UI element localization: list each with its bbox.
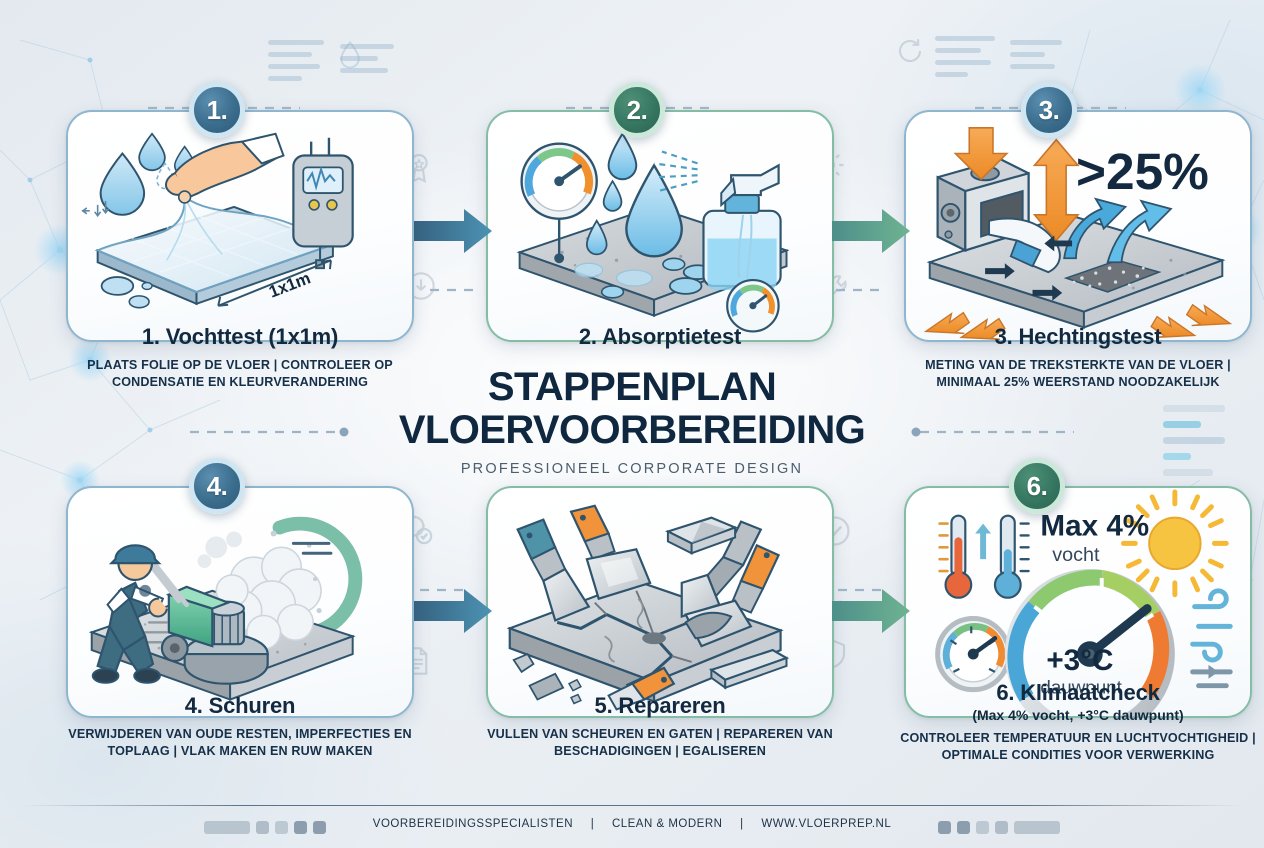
repair-illustration bbox=[506, 504, 790, 711]
step-desc-1: PLAATS FOLIE OP DE VLOER | CONTROLEER OP… bbox=[87, 357, 393, 389]
absorption-test-illustration bbox=[516, 131, 790, 333]
climate-check-illustration: Max 4% vocht +3°C dauwpunt bbox=[935, 489, 1233, 716]
refresh-ghost-icon bbox=[898, 39, 922, 63]
step-paren-6: (Max 4% vocht, +3°C dauwpunt) bbox=[972, 706, 1184, 723]
step-title-5: 5. Repareren bbox=[594, 693, 726, 718]
footer-blocks-left bbox=[204, 821, 326, 834]
step-title-6: 6. Klimaatcheck bbox=[996, 680, 1160, 705]
skeleton-lines-top-right-a bbox=[935, 36, 995, 84]
step-badge-1-number: 1. bbox=[206, 94, 228, 125]
step-badge-6: 6. bbox=[1009, 458, 1065, 514]
skeleton-lines-top-right-b bbox=[1010, 40, 1062, 76]
step-badge-4: 4. bbox=[189, 458, 245, 514]
step-desc-3: METING VAN DE TREKSTERKTE VAN DE VLOER |… bbox=[925, 357, 1231, 389]
poster-title-block: STAPPENPLAN VLOERVOORBEREIDING PROFESSIO… bbox=[0, 365, 1264, 478]
step-title-4: 4. Schuren bbox=[184, 693, 296, 718]
step-badge-4-number: 4. bbox=[206, 470, 228, 501]
footer-item-1: VOORBEREIDINGSSPECIALISTEN bbox=[372, 818, 574, 830]
step-badge-6-number: 6. bbox=[1026, 470, 1048, 501]
arrow-step1-to-step2 bbox=[414, 209, 492, 253]
step-badge-2: 2. bbox=[609, 82, 665, 138]
adhesion-test-illustration: >25% bbox=[923, 127, 1233, 340]
step-badge-3: 3. bbox=[1021, 82, 1077, 138]
step-text-2: 2. Absorptietest bbox=[480, 324, 840, 357]
step-badge-3-number: 3. bbox=[1038, 94, 1060, 125]
dewpoint-value: +3°C bbox=[1046, 644, 1113, 677]
step-desc-4: VERWIJDEREN VAN OUDE RESTEN, IMPERFECTIE… bbox=[68, 726, 412, 758]
step-card-6[interactable]: Max 4% vocht +3°C dauwpunt bbox=[904, 486, 1252, 718]
step-text-3: 3. Hechtingstest METING VAN DE TREKSTERK… bbox=[898, 324, 1258, 391]
dewpoint-unit: dauwpunt bbox=[1040, 677, 1122, 698]
footer-blocks-right bbox=[938, 821, 1060, 834]
step-desc-6: CONTROLEER TEMPERATUUR EN LUCHTVOCHTIGHE… bbox=[900, 730, 1256, 762]
step-text-4: 4. Schuren VERWIJDEREN VAN OUDE RESTEN, … bbox=[60, 693, 420, 760]
step-text-6: 6. Klimaatcheck (Max 4% vocht, +3°C dauw… bbox=[898, 680, 1258, 764]
step-title-3: 3. Hechtingstest bbox=[994, 324, 1162, 349]
arrow-step5-to-step6 bbox=[832, 589, 910, 633]
max-moisture-unit: vocht bbox=[1052, 544, 1100, 566]
step-card-4[interactable] bbox=[66, 486, 414, 718]
step-card-5[interactable] bbox=[486, 486, 834, 718]
adhesion-threshold-label: >25% bbox=[1076, 142, 1209, 200]
poster-title-line-2: VLOERVOORBEREIDING bbox=[398, 408, 866, 453]
moisture-test-illustration: 1x1m bbox=[81, 132, 354, 309]
water-drop-ghost-icon bbox=[340, 40, 360, 69]
step-badge-2-number: 2. bbox=[626, 94, 648, 125]
footer-divider bbox=[22, 805, 1242, 806]
step-desc-5: VULLEN VAN SCHEUREN EN GATEN | REPAREREN… bbox=[487, 726, 833, 758]
footer-item-2: CLEAN & MODERN bbox=[611, 818, 723, 830]
arrow-step4-to-step5 bbox=[414, 589, 492, 633]
max-moisture-value: Max 4% bbox=[1040, 509, 1149, 542]
footer-item-3: WWW.VLOERPREP.NL bbox=[761, 818, 892, 830]
poster-title-line-1: STAPPENPLAN bbox=[487, 365, 777, 409]
footer-separator-1: | bbox=[590, 818, 595, 830]
skeleton-lines-top-left-b bbox=[340, 44, 394, 80]
step-text-5: 5. Repareren VULLEN VAN SCHEUREN EN GATE… bbox=[480, 693, 840, 760]
arrow-step2-to-step3 bbox=[832, 209, 910, 253]
footer-separator-2: | bbox=[740, 818, 744, 830]
step-text-1: 1. Vochttest (1x1m) PLAATS FOLIE OP DE V… bbox=[60, 324, 420, 391]
step-card-2[interactable] bbox=[486, 110, 834, 342]
footer-credits: VOORBEREIDINGSSPECIALISTEN | CLEAN & MOD… bbox=[0, 818, 1264, 830]
step-title-1: 1. Vochttest (1x1m) bbox=[141, 324, 339, 349]
grinding-illustration bbox=[88, 516, 363, 701]
skeleton-lines-top-left-a bbox=[268, 40, 324, 88]
step-badge-1: 1. bbox=[189, 82, 245, 138]
step-title-2: 2. Absorptietest bbox=[578, 324, 742, 349]
step-card-1[interactable]: 1x1m bbox=[66, 110, 414, 342]
poster-subtitle: PROFESSIONEEL CORPORATE DESIGN bbox=[460, 461, 804, 478]
step-card-3[interactable]: >25% bbox=[904, 110, 1252, 342]
